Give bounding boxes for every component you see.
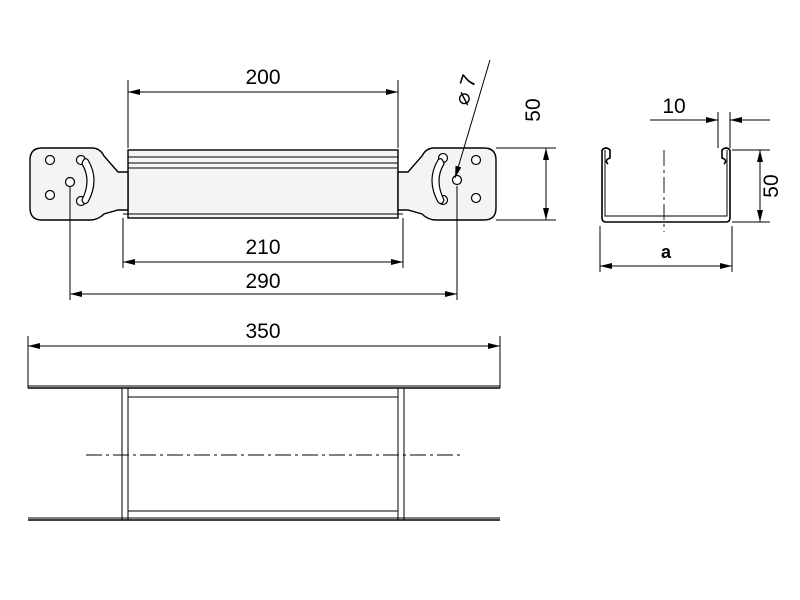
top-flange-strip [127, 387, 399, 398]
left-plate-slot [81, 158, 95, 205]
connector-outline [121, 387, 405, 521]
dim-290-label: 290 [245, 270, 280, 293]
dim-200-label: 200 [245, 66, 280, 89]
right-plate-hole-3 [451, 174, 463, 186]
channel-body [127, 149, 399, 219]
bottom-flange-strip [127, 510, 399, 521]
dim-a-label: a [661, 242, 672, 262]
left-plate-hole-4 [44, 189, 56, 201]
dim-50-side-label: 50 [522, 98, 545, 121]
left-plate-hole-3 [64, 176, 76, 188]
dim-10-label: 10 [662, 95, 685, 118]
hole-diameter-label: ⌀ 7 [450, 72, 481, 108]
right-lip [721, 147, 731, 165]
dim-50-profile-label: 50 [760, 174, 783, 197]
right-plate-hole-2 [470, 154, 482, 166]
profile-view: 10 50 a [599, 95, 783, 272]
diameter-leader [454, 59, 491, 179]
right-plate-hole-5 [470, 192, 482, 204]
right-connector-plate [397, 147, 497, 221]
dim-350-label: 350 [245, 320, 280, 343]
front-view: 200 ⌀ 7 50 210 290 [29, 59, 556, 300]
u-channel-profile [601, 150, 731, 223]
left-lip [601, 147, 611, 165]
left-connector-plate [29, 147, 129, 221]
left-plate-hole-1 [44, 154, 56, 166]
right-plate-slot [431, 158, 445, 205]
dim-210-label: 210 [245, 236, 280, 259]
plan-view: 350 [27, 320, 501, 521]
